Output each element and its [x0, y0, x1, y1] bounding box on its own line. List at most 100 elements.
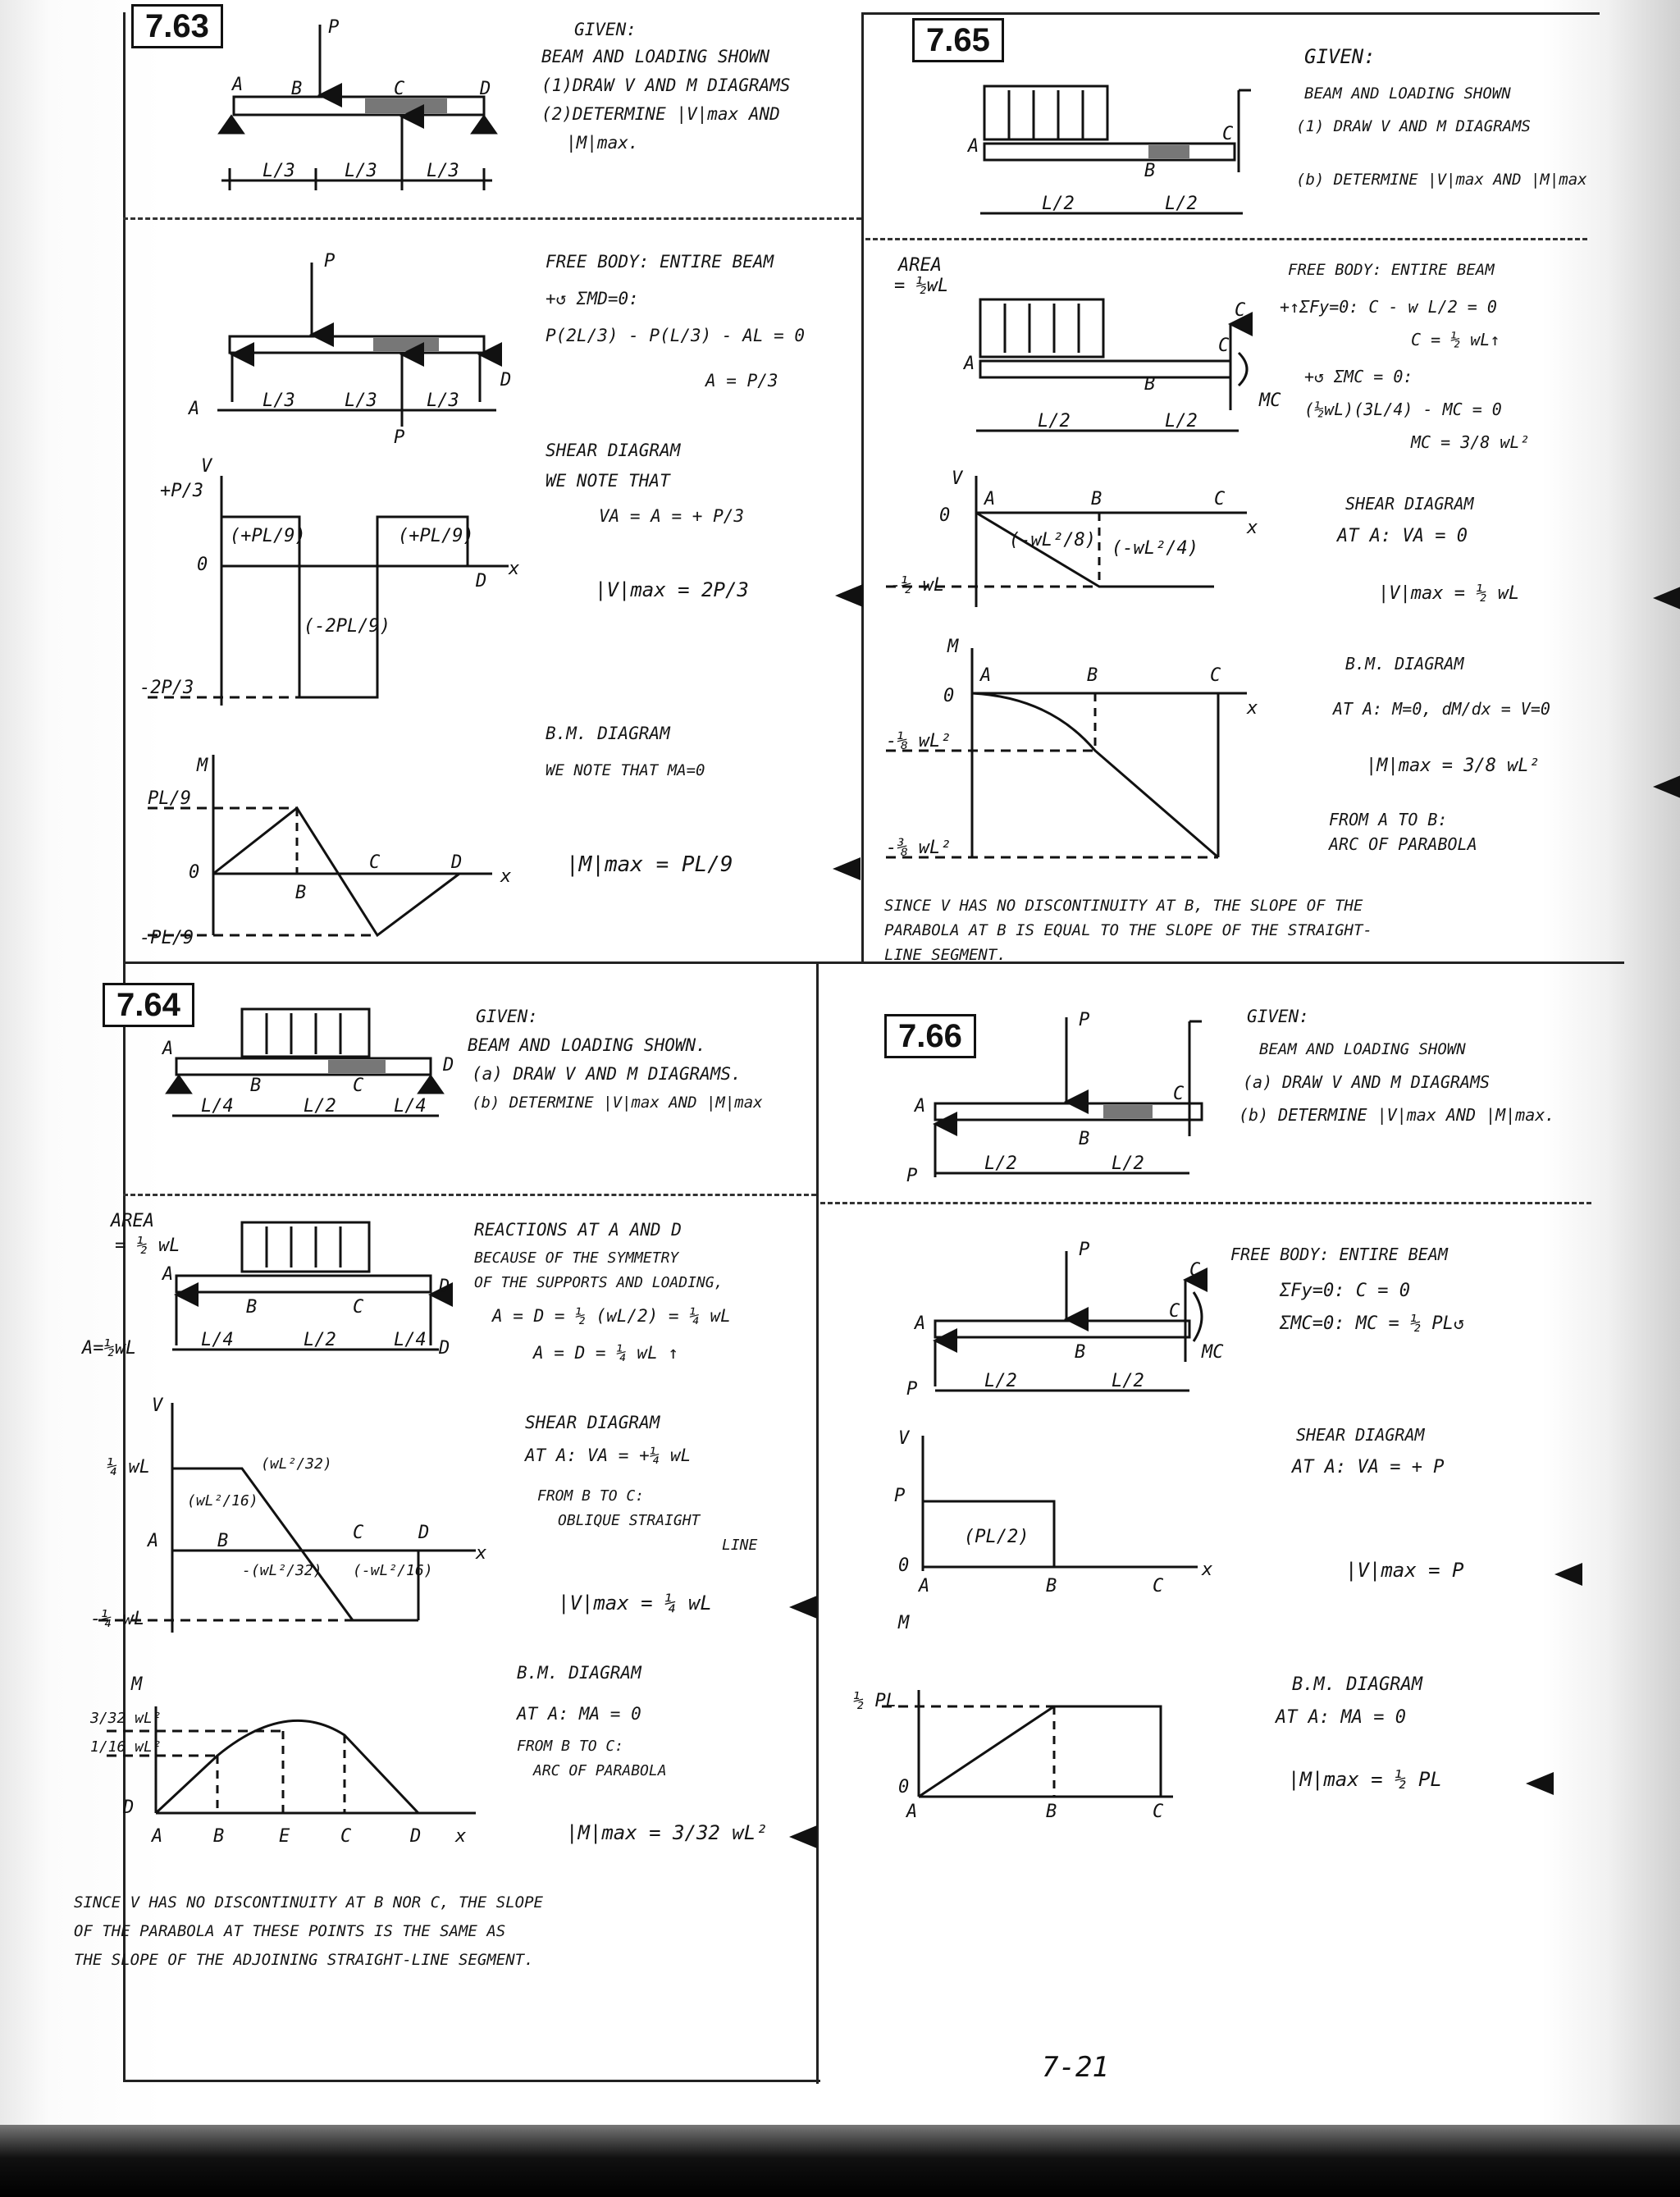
vertical-divider-top	[861, 12, 864, 964]
label-L2: L/2	[1038, 411, 1071, 432]
left-border	[123, 12, 126, 2080]
label-zero: 0	[197, 555, 208, 575]
label-area: (-wL²/4)	[1112, 538, 1198, 559]
vertical-divider-bottom	[816, 964, 819, 2084]
label-vbot: -2P/3	[139, 678, 194, 698]
label-B: B	[246, 1297, 257, 1318]
label-A: A	[913, 1313, 925, 1334]
label-D: D	[418, 1523, 429, 1543]
label-area: AREA	[897, 255, 942, 276]
label-A: A	[962, 354, 975, 374]
label-V: V	[201, 456, 213, 477]
label-C: C	[1218, 336, 1230, 356]
answer-marker-763-A	[833, 373, 861, 396]
answer-marker-766-V	[1554, 1563, 1582, 1586]
label-L2: L/2	[984, 1371, 1017, 1391]
beam-764-fbd	[172, 1221, 453, 1351]
label-L3: L/3	[345, 391, 377, 411]
label-B: B	[1144, 374, 1155, 395]
moment-diagram-763	[148, 755, 492, 938]
label-area: (-2PL/9)	[304, 616, 390, 637]
label-mtop: PL/9	[148, 788, 191, 809]
label-x: x	[1201, 1560, 1212, 1580]
label-areaval: = ½ wL	[115, 1236, 180, 1256]
label-M: M	[130, 1674, 143, 1695]
dash-765	[865, 238, 1587, 240]
label-x: x	[508, 559, 519, 579]
diagram-text-765: A B C L/2 L/2 AREA = ½wL A B C C MC L/2 …	[886, 124, 1281, 858]
label-m2: -⅜ wL²	[886, 838, 951, 858]
label-A: A	[187, 399, 199, 419]
label-A: A	[905, 1802, 917, 1822]
label-x: x	[475, 1543, 486, 1564]
label-area: (wL²/32)	[261, 1455, 332, 1473]
label-vbot: -½ wL	[890, 575, 944, 596]
label-M: M	[196, 756, 208, 776]
label-P: P	[324, 251, 335, 272]
label-A: A	[161, 1039, 173, 1059]
label-L3: L/3	[262, 161, 295, 181]
label-B: B	[213, 1826, 224, 1847]
label-P: P	[1079, 1010, 1089, 1030]
label-zero: 0	[189, 862, 199, 883]
label-L2: L/2	[304, 1096, 336, 1117]
label-C: C	[353, 1523, 364, 1543]
label-C: C	[1222, 124, 1234, 144]
label-P: P	[328, 17, 339, 38]
label-area: AREA	[109, 1211, 154, 1231]
label-x: x	[1246, 518, 1258, 538]
answer-marker-764-V	[789, 1596, 817, 1619]
label-zero: 0	[939, 505, 950, 526]
label-zero: 0	[943, 686, 954, 706]
beam-763-fbd	[217, 263, 502, 427]
label-MC: MC	[1258, 391, 1281, 411]
label-D: D	[450, 852, 462, 873]
label-area: (PL/2)	[964, 1527, 1029, 1547]
label-C: C	[340, 1826, 352, 1847]
dash-763	[123, 217, 861, 220]
label-L4: L/4	[201, 1096, 234, 1117]
dash-764	[123, 1194, 816, 1196]
label-P: P	[394, 427, 404, 448]
problem-label-766: 7.66	[884, 1014, 976, 1058]
label-B: B	[1087, 665, 1098, 686]
label-area: (+PL/9)	[398, 526, 474, 546]
label-C: C	[394, 79, 405, 99]
label-D: D	[500, 370, 511, 391]
label-P: P	[906, 1166, 917, 1186]
label-L2: L/2	[1112, 1153, 1144, 1174]
problem-label-764: 7.64	[103, 983, 194, 1027]
answer-marker-763-V	[835, 584, 863, 607]
beam-765-fbd	[976, 298, 1253, 432]
label-zero: 0	[898, 1777, 909, 1797]
label-L3: L/3	[262, 391, 295, 411]
problem-label-765: 7.65	[912, 18, 1004, 62]
label-V: V	[952, 468, 964, 489]
label-D: D	[409, 1826, 421, 1847]
label-V: V	[152, 1395, 164, 1416]
moment-diagram-766	[882, 1690, 1173, 1798]
label-C: C	[1210, 665, 1221, 686]
label-A: A	[979, 665, 991, 686]
label-D: D	[475, 571, 486, 592]
label-areaval: = ½wL	[894, 276, 948, 296]
label-D: D	[479, 79, 491, 99]
label-C: C	[1153, 1802, 1164, 1822]
scan-bottom-shadow	[0, 2125, 1680, 2197]
label-mtop: ½ PL	[853, 1691, 897, 1711]
label-B: B	[1075, 1342, 1085, 1363]
shear-diagram-764	[98, 1403, 476, 1633]
label-vtop: ¼ wL	[107, 1457, 150, 1478]
dash-766	[820, 1202, 1591, 1204]
label-B: B	[250, 1076, 261, 1096]
label-D: D	[438, 1277, 450, 1297]
label-A: A	[917, 1576, 929, 1596]
shear-diagram-765	[886, 476, 1247, 607]
label-x: x	[454, 1826, 466, 1847]
label-C: C	[353, 1076, 364, 1096]
label-L2: L/2	[1165, 194, 1198, 214]
label-D: D	[122, 1797, 134, 1818]
label-M: M	[947, 637, 959, 657]
label-V: V	[898, 1428, 911, 1449]
